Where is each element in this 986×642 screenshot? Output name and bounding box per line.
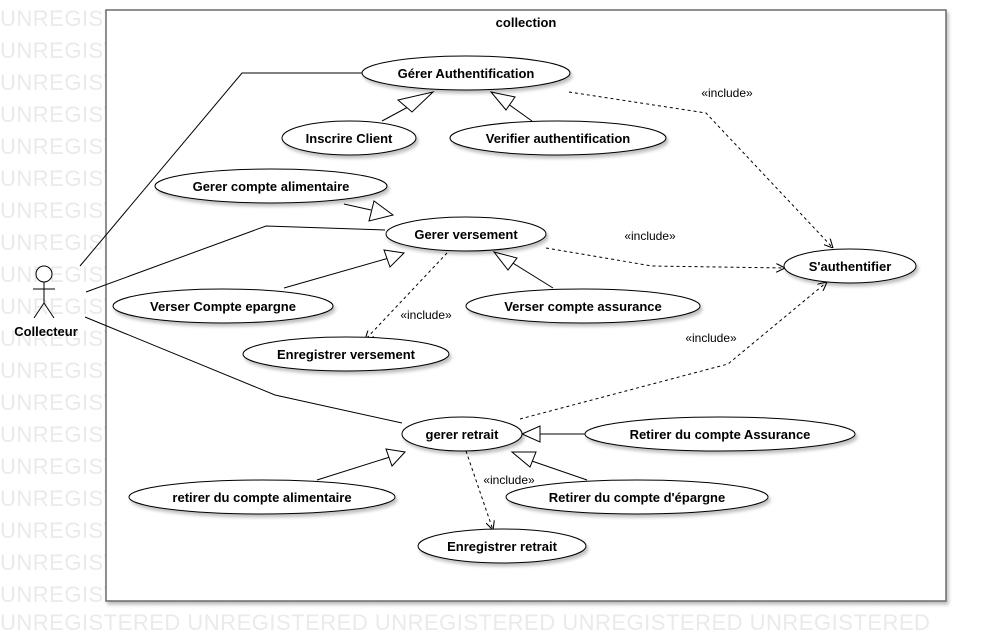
use-case-label: Verser compte assurance: [504, 299, 662, 314]
actor-right-leg: [43, 302, 55, 319]
use-case-verifier-authentification[interactable]: Verifier authentification: [449, 120, 667, 156]
use-case-label: Enregistrer versement: [277, 347, 416, 362]
use-case-inscrire-client[interactable]: Inscrire Client: [281, 120, 417, 156]
use-case-retirer-compte-epargne[interactable]: Retirer du compte d'épargne: [505, 479, 769, 515]
use-case-label: gerer retrait: [426, 427, 500, 442]
generalization-gerer-compte-alimentaire[interactable]: [343, 200, 395, 222]
use-case-label: Inscrire Client: [306, 131, 393, 146]
generalization-retirer-compte-epargne[interactable]: [510, 451, 588, 481]
use-case-label: Retirer du compte Assurance: [630, 427, 811, 442]
use-case-label: Enregistrer retrait: [447, 539, 557, 554]
use-case-label: Gerer versement: [414, 227, 518, 242]
use-case-label: S'authentifier: [809, 259, 892, 274]
use-case-retirer-compte-alimentaire[interactable]: retirer du compte alimentaire: [128, 479, 396, 515]
use-case-label: Verser Compte epargne: [150, 299, 296, 314]
use-case-enregistrer-versement[interactable]: Enregistrer versement: [242, 336, 450, 372]
association-actor-gerer-authentification[interactable]: [79, 72, 362, 267]
include-authentification-to-sauthentifier[interactable]: [568, 91, 833, 248]
generalization-inscrire-client[interactable]: [381, 91, 435, 122]
use-case-gerer-versement[interactable]: Gerer versement: [385, 216, 547, 252]
use-case-verser-compte-epargne[interactable]: Verser Compte epargne: [112, 288, 334, 324]
include-label: «include»: [483, 473, 535, 487]
include-label: «include»: [685, 331, 737, 345]
use-case-gerer-compte-alimentaire[interactable]: Gerer compte alimentaire: [154, 168, 388, 204]
use-case-retirer-compte-assurance[interactable]: Retirer du compte Assurance: [584, 416, 856, 452]
generalization-verifier-authentification[interactable]: [489, 91, 533, 122]
generalization-verser-compte-epargne[interactable]: [283, 249, 406, 289]
association-actor-gerer-versement[interactable]: [85, 225, 386, 293]
actor-left-leg: [33, 302, 45, 319]
use-case-label: Gerer compte alimentaire: [193, 179, 350, 194]
use-case-gerer-retrait[interactable]: gerer retrait: [401, 416, 523, 452]
include-label: «include»: [400, 308, 452, 322]
actor-head: [35, 265, 53, 283]
use-case-label: Retirer du compte d'épargne: [549, 490, 725, 505]
use-case-enregistrer-retrait[interactable]: Enregistrer retrait: [417, 528, 587, 564]
include-label: «include»: [701, 86, 753, 100]
include-retrait-to-sauthentifier[interactable]: [519, 282, 827, 420]
generalization-retirer-compte-assurance[interactable]: [520, 425, 586, 443]
system-title: collection: [496, 15, 557, 30]
include-label: «include»: [624, 229, 676, 243]
actor-label: Collecteur: [14, 324, 78, 339]
actor-collecteur[interactable]: [33, 265, 55, 319]
generalization-verser-compte-assurance[interactable]: [492, 251, 554, 289]
use-case-gerer-authentification[interactable]: Gérer Authentification: [361, 55, 571, 91]
use-case-label: Gérer Authentification: [398, 66, 535, 81]
use-case-sauthentifier[interactable]: S'authentifier: [783, 248, 917, 284]
use-case-label: retirer du compte alimentaire: [172, 490, 351, 505]
use-case-verser-compte-assurance[interactable]: Verser compte assurance: [465, 288, 701, 324]
association-actor-gerer-retrait[interactable]: [84, 316, 403, 424]
use-case-label: Verifier authentification: [486, 131, 631, 146]
include-versement-to-enregistrer-versement[interactable]: [365, 252, 448, 340]
generalization-retirer-compte-alimentaire[interactable]: [316, 448, 407, 481]
include-retrait-to-enregistrer-retrait[interactable]: [465, 450, 493, 530]
